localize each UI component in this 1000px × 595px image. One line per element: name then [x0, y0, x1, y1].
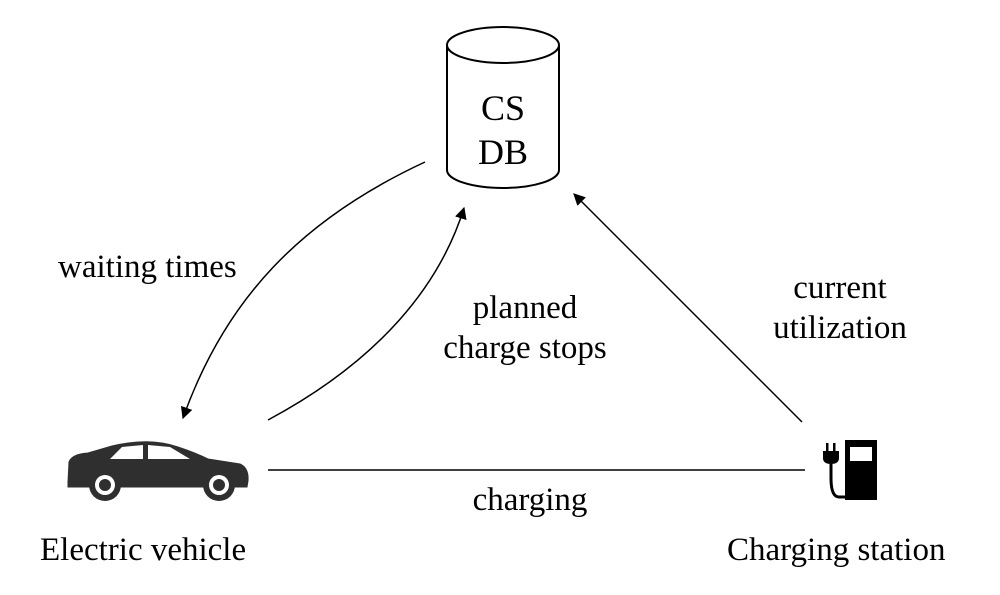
planned-charge-stops-arrow: [267, 206, 467, 421]
planned-charge-stops-line2: charge stops: [443, 330, 607, 366]
database-label-line2: DB: [477, 132, 528, 172]
database-label-line1: CS: [480, 88, 526, 128]
waiting-times-label: waiting times: [58, 249, 237, 285]
car-icon: [67, 441, 249, 501]
electric-vehicle-label: Electric vehicle: [40, 532, 247, 568]
current-utilization-arrow: [573, 193, 803, 423]
database-cylinder-icon: [446, 26, 560, 189]
charging-label: charging: [472, 482, 588, 518]
planned-charge-stops-line1: planned: [472, 290, 578, 326]
current-utilization-label: current utilization: [760, 268, 920, 348]
current-utilization-line2: utilization: [773, 310, 907, 346]
charging-station-label: Charging station: [727, 532, 946, 568]
planned-charge-stops-label: planned charge stops: [415, 288, 635, 368]
waiting-times-arrow: [180, 161, 426, 420]
current-utilization-line1: current: [793, 270, 887, 306]
charging-station-icon: [823, 440, 877, 500]
database-label: CS DB: [447, 86, 559, 174]
